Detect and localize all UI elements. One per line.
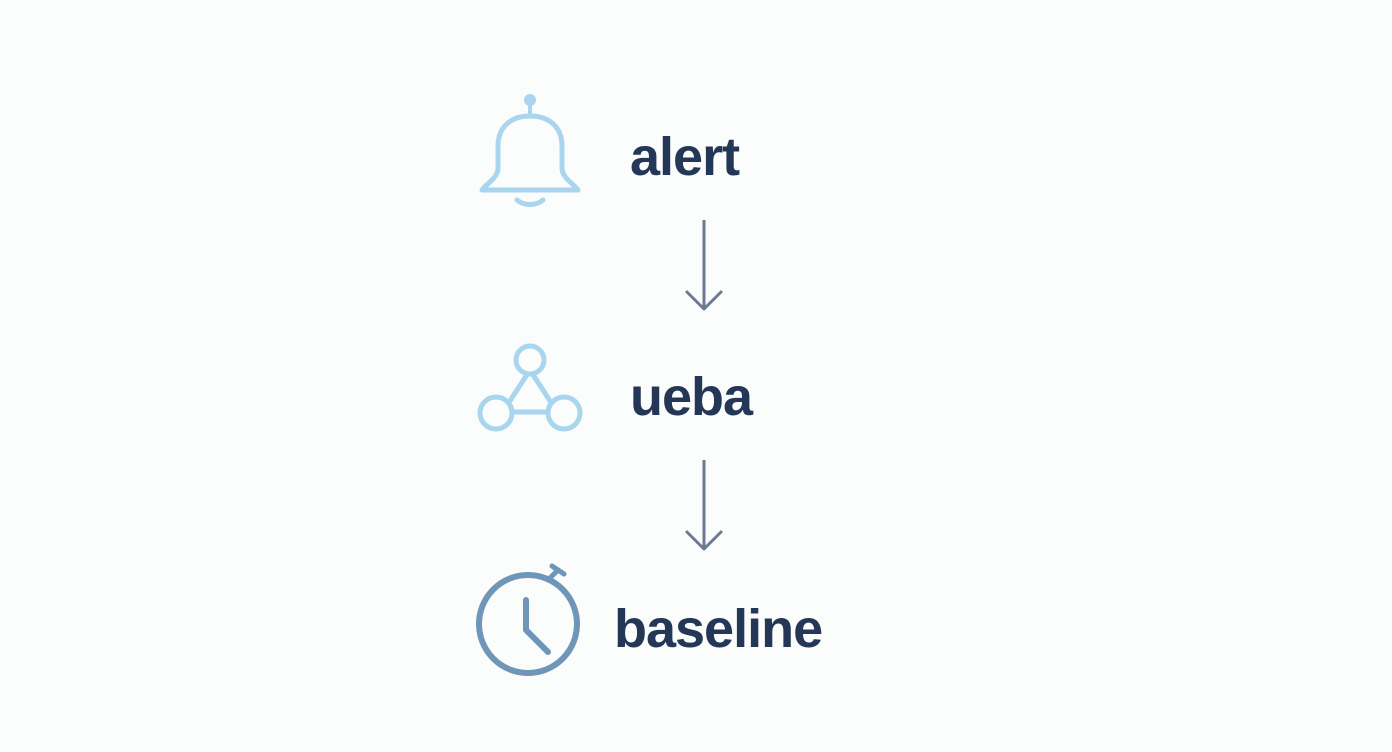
arrow-down-icon	[685, 460, 723, 551]
node-label-ueba: ueba	[630, 367, 753, 427]
node-label-baseline: baseline	[614, 599, 823, 659]
arrow-down-icon	[685, 220, 723, 311]
node-label-alert: alert	[630, 127, 740, 187]
stopwatch-icon	[476, 563, 580, 676]
bell-icon	[479, 94, 581, 207]
network-triangle-icon	[477, 343, 583, 432]
